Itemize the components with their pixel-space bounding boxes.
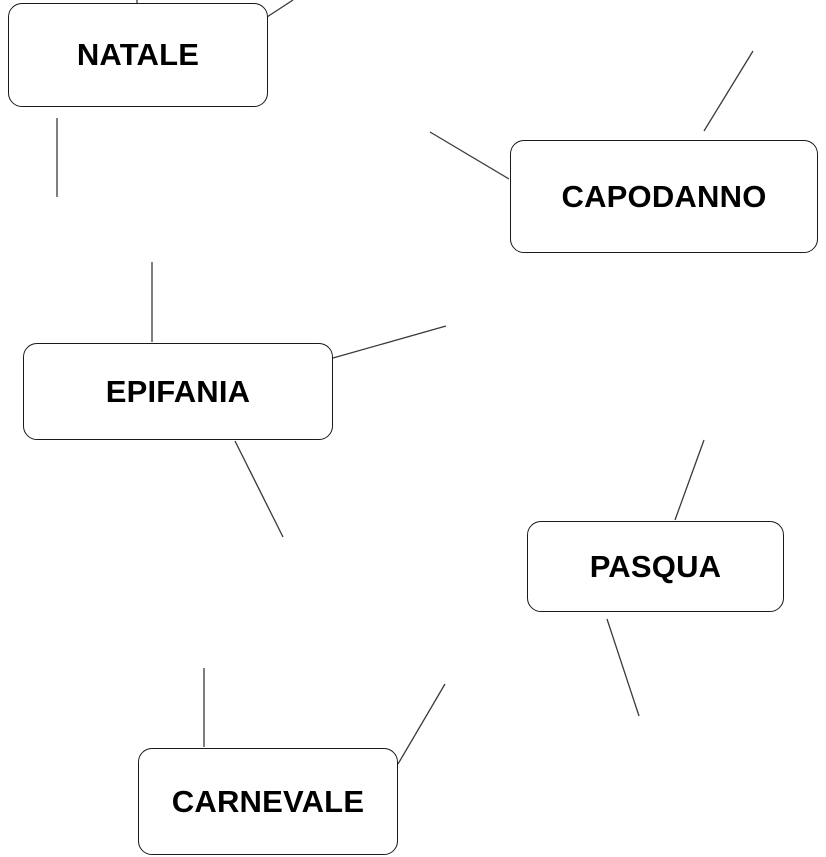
carnevale-connector-right [397, 683, 446, 765]
pasqua-connector-top [674, 439, 705, 521]
node-epifania-label: EPIFANIA [105, 373, 251, 409]
node-natale-label: NATALE [76, 37, 200, 72]
node-pasqua-label: PASQUA [589, 548, 722, 584]
capodanno-connector-top [703, 50, 754, 132]
node-epifania: EPIFANIA [23, 343, 333, 440]
node-pasqua: PASQUA [527, 521, 784, 612]
node-carnevale-label: CARNEVALE [171, 783, 365, 819]
pasqua-connector-bottom [606, 618, 640, 717]
capodanno-connector-left [429, 131, 510, 180]
node-carnevale: CARNEVALE [138, 748, 398, 855]
node-capodanno: CAPODANNO [510, 140, 818, 253]
node-natale: NATALE [8, 3, 268, 107]
epifania-connector-right [332, 325, 447, 359]
node-capodanno-label: CAPODANNO [561, 178, 767, 214]
epifania-connector-bottom [234, 440, 284, 538]
natale-connector-top-right [266, 0, 294, 18]
